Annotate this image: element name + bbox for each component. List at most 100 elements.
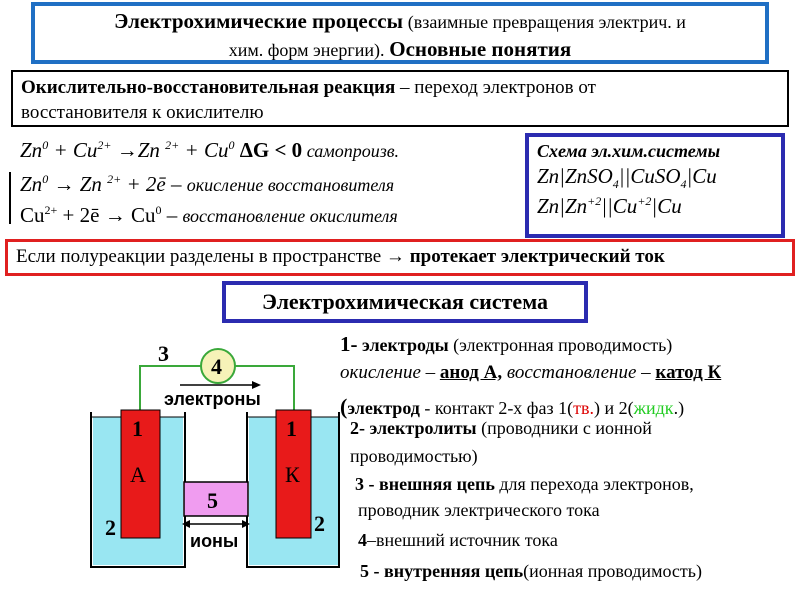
- desc-paren: (: [340, 394, 348, 419]
- desc-external-circuit: 3 - внешняя цепь для перехода электронов…: [355, 474, 694, 495]
- label-2-left: 2: [105, 515, 116, 540]
- cathode-number: 1: [286, 416, 297, 441]
- desc-bold: электролиты: [369, 418, 477, 438]
- eq-note: окисление восстановителя: [186, 175, 395, 195]
- condition-text: Если полуреакции разделены в пространств…: [16, 246, 405, 267]
- desc-bold: внешняя цепь: [379, 474, 495, 494]
- eq-term: + Cu: [179, 138, 229, 162]
- redox-def-2: восстановителя к окислителю: [21, 102, 264, 123]
- source-circle: [200, 348, 236, 384]
- schema-sub: 4: [680, 177, 687, 192]
- eq-term: Zn: [20, 172, 43, 196]
- title-line-2: хим. форм энергии). Основные понятия: [35, 36, 765, 64]
- schema-term: ||Cu: [601, 194, 638, 219]
- eq-term: + 2ē –: [121, 172, 187, 196]
- title-paren-2: хим. форм энергии).: [228, 40, 385, 60]
- overall-equation: Zn0 + Cu2+ →Zn 2+ + Cu0 ΔG < 0 самопроиз…: [20, 138, 399, 163]
- schema-box: Схема эл.хим.системы Zn|ZnSO4||CuSO4|Cu …: [525, 133, 785, 238]
- eq-term: Zn: [20, 138, 43, 162]
- eq-sup: 2+: [165, 138, 180, 152]
- ions-arrowhead-right: [242, 520, 250, 528]
- schema-line-1: Zn|ZnSO4||CuSO4|Cu: [537, 164, 773, 192]
- desc-num: 5 -: [360, 561, 380, 581]
- desc-cathode: катод К: [655, 362, 722, 383]
- label-4: 4: [211, 354, 222, 379]
- desc-text: (проводники с ионной: [481, 418, 652, 438]
- oxidation-equation: Zn0 → Zn 2+ + 2ē – окисление восстановит…: [20, 172, 394, 197]
- schema-sup: +2: [637, 194, 652, 209]
- desc-electrolytes-line2: проводимостью): [350, 446, 478, 466]
- desc-source: 4–внешний источник тока: [358, 530, 558, 551]
- system-title: Электрохимическая система: [222, 281, 588, 323]
- anode-number: 1: [132, 416, 143, 441]
- eq-sup: 2+: [97, 138, 112, 152]
- desc-text: - контакт 2-х фаз 1(: [419, 398, 574, 418]
- desc-num: 3 -: [355, 474, 375, 494]
- schema-term: |Cu: [686, 164, 717, 188]
- anode-electrode: [120, 409, 161, 539]
- schema-term: |Cu: [651, 194, 682, 219]
- desc-electrode-def: (электрод - контакт 2-х фаз 1(тв.) и 2(ж…: [340, 394, 684, 420]
- eq-sup: 0: [42, 138, 49, 152]
- desc-text: –внешний источник тока: [367, 530, 558, 550]
- label-2-right: 2: [314, 511, 325, 536]
- desc-liquid: жидк: [633, 398, 674, 418]
- schema-line-2: Zn|Zn+2||Cu+2|Cu: [537, 194, 773, 219]
- schema-title: Схема эл.хим.системы: [537, 141, 721, 161]
- title-box: Электрохимические процессы (взаимные пре…: [31, 2, 769, 64]
- desc-num: 2-: [350, 418, 365, 438]
- eq-term: –: [161, 203, 183, 227]
- eq-sup: 0: [228, 138, 235, 152]
- eq-term: + Cu: [48, 138, 98, 162]
- title-sub: Основные понятия: [389, 37, 572, 61]
- desc-num: 4: [358, 530, 367, 550]
- ions-label: ионы: [190, 531, 238, 551]
- eq-term: →Zn: [111, 138, 166, 162]
- eq-note: восстановление окислителя: [182, 206, 398, 226]
- electron-arrowhead: [252, 381, 261, 389]
- desc-electrodes: 1- электроды (электронная проводимость): [340, 332, 672, 357]
- reduction-equation: Cu2+ + 2ē → Cu0 – восстановление окислит…: [20, 203, 398, 228]
- title-paren-1: (взаимные превращения электрич. и: [407, 12, 686, 32]
- desc-anode-cathode: окисление – анод А, восстановление – кат…: [340, 362, 721, 384]
- anode-letter: А: [130, 462, 146, 487]
- eq-term: + 2ē → Cu: [57, 203, 156, 227]
- schema-sub: 4: [612, 177, 619, 192]
- label-3: 3: [158, 341, 169, 366]
- ions-arrowhead-left: [182, 520, 190, 528]
- desc-text: .): [673, 398, 685, 418]
- title-line-1: Электрохимические процессы (взаимные пре…: [35, 8, 765, 36]
- redox-term: Окислительно-восстановительная реакция: [21, 77, 396, 98]
- desc-text: для перехода электронов,: [499, 474, 694, 494]
- desc-electrolytes: 2- электролиты (проводники с ионной: [350, 418, 652, 439]
- redox-def-1: – переход электронов от: [395, 77, 596, 98]
- electrons-label: электроны: [164, 389, 261, 409]
- desc-num: 1-: [340, 332, 358, 356]
- desc-bold: электроды: [362, 335, 449, 355]
- desc-bold: внутренняя цепь: [384, 561, 524, 581]
- cathode-electrode: [275, 409, 312, 539]
- label-5: 5: [207, 488, 218, 513]
- redox-definition-box: Окислительно-восстановительная реакция –…: [11, 70, 789, 127]
- eq-term: → Zn: [48, 172, 108, 196]
- desc-solid: тв.: [573, 398, 594, 418]
- condition-box: Если полуреакции разделены в пространств…: [5, 239, 795, 276]
- delta-g: ΔG < 0: [234, 138, 303, 162]
- desc-internal-circuit: 5 - внутренняя цепь(ионная проводимость): [360, 561, 702, 582]
- eq-note: самопроизв.: [302, 141, 400, 161]
- schema-term: ||CuSO: [618, 164, 681, 188]
- eq-sup: 2+: [107, 172, 122, 186]
- desc-italic: окисление –: [340, 362, 436, 383]
- desc-italic: восстановление –: [506, 362, 651, 383]
- schema-term: Zn|Zn: [537, 194, 588, 219]
- cathode-letter: К: [285, 462, 300, 487]
- eq-sup: 2+: [44, 203, 58, 217]
- title-main: Электрохимические процессы: [114, 9, 404, 33]
- desc-text: (ионная проводимость): [523, 561, 702, 581]
- schema-sup: +2: [587, 194, 602, 209]
- desc-text: ) и 2(: [593, 398, 634, 418]
- eq-sup: 0: [155, 203, 162, 217]
- desc-external-circuit-line2: проводник электрического тока: [358, 500, 600, 520]
- bracket-line: [9, 172, 11, 224]
- condition-bold: протекает электрический ток: [409, 246, 665, 267]
